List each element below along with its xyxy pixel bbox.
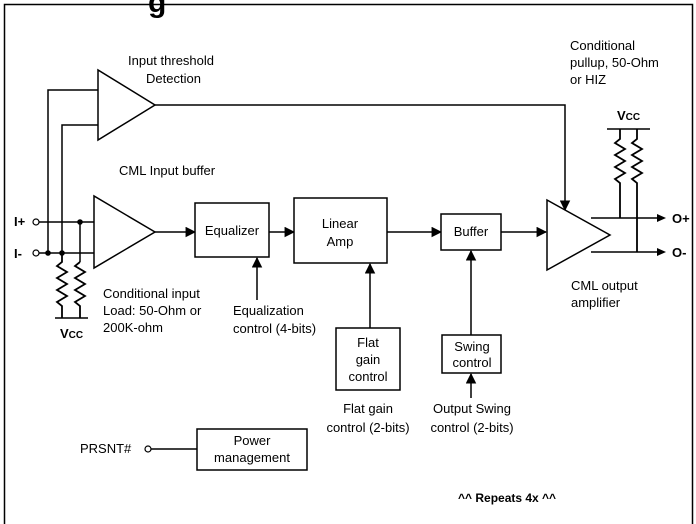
- power-management-block: [196, 428, 308, 471]
- linear-amp-block: [293, 197, 388, 264]
- flat-gain-control-line1: Flat gain: [343, 401, 393, 416]
- input-junction-dots: [45, 219, 83, 256]
- buffer-label: Buffer: [454, 224, 489, 239]
- i-minus-pin: [32, 249, 40, 257]
- swing-box-line2: control: [452, 355, 491, 370]
- flat-gain-box-line2: gain: [356, 352, 381, 367]
- swing-control-block: [441, 334, 502, 374]
- input-termination-resistors: [55, 253, 88, 319]
- power-mgmt-line2: management: [214, 450, 290, 465]
- linear-amp-label-line2: Amp: [327, 234, 354, 249]
- power-mgmt-line1: Power: [234, 433, 272, 448]
- output-swing-line1: Output Swing: [433, 401, 511, 416]
- conditional-pullup-line2: pullup, 50-Ohm: [570, 55, 659, 70]
- cml-input-buffer-label: CML Input buffer: [119, 163, 216, 178]
- eq-control-label-line1: Equalization: [233, 303, 304, 318]
- swing-box-line1: Swing: [454, 339, 489, 354]
- output-swing-line2: control (2-bits): [430, 420, 513, 435]
- eq-control-label-line2: control (4-bits): [233, 321, 316, 336]
- diagram-border: [3, 3, 694, 524]
- conditional-input-line3: 200K-ohm: [103, 320, 163, 335]
- cml-output-label-line1: CML output: [571, 278, 638, 293]
- vcc-left-label: VCC: [60, 326, 83, 341]
- prsnt-pin: [144, 445, 152, 453]
- vcc-right-label: VCC: [617, 108, 640, 123]
- cml-output-label-line2: amplifier: [571, 295, 621, 310]
- prsnt-label: PRSNT#: [80, 441, 132, 456]
- flat-gain-control-line2: control (2-bits): [326, 420, 409, 435]
- output-wires: [591, 217, 660, 253]
- linear-amp-label-line1: Linear: [322, 216, 359, 231]
- equalizer-label: Equalizer: [205, 223, 260, 238]
- conditional-pullup-line3: or HIZ: [570, 72, 606, 87]
- conditional-pullup-line1: Conditional: [570, 38, 635, 53]
- threshold-detector-amplifier: [97, 68, 157, 142]
- threshold-input-wires: [47, 89, 98, 252]
- input-threshold-label-line1: Input threshold: [128, 53, 214, 68]
- o-minus-label: O-: [672, 245, 686, 260]
- i-minus-label: I-: [14, 246, 22, 261]
- flat-gain-box-line3: control: [348, 369, 387, 384]
- cml-input-buffer-amplifier: [93, 194, 157, 270]
- threshold-to-output-wire: [155, 104, 571, 212]
- output-arrowheads: [657, 214, 666, 256]
- input-threshold-label-line2: Detection: [146, 71, 201, 86]
- conditional-input-line1: Conditional input: [103, 286, 200, 301]
- output-pullup-resistors: [613, 129, 644, 252]
- equalizer-block: [194, 202, 270, 258]
- heading-fragment: g: [148, 0, 166, 19]
- i-plus-label: I+: [14, 214, 26, 229]
- flat-gain-control-block: [335, 327, 401, 391]
- cml-output-amplifier: [546, 198, 612, 272]
- conditional-input-line2: Load: 50-Ohm or: [103, 303, 202, 318]
- o-plus-label: O+: [672, 211, 690, 226]
- flat-gain-box-line1: Flat: [357, 335, 379, 350]
- repeats-note: ^^ Repeats 4x ^^: [458, 491, 556, 505]
- i-plus-pin: [32, 218, 40, 226]
